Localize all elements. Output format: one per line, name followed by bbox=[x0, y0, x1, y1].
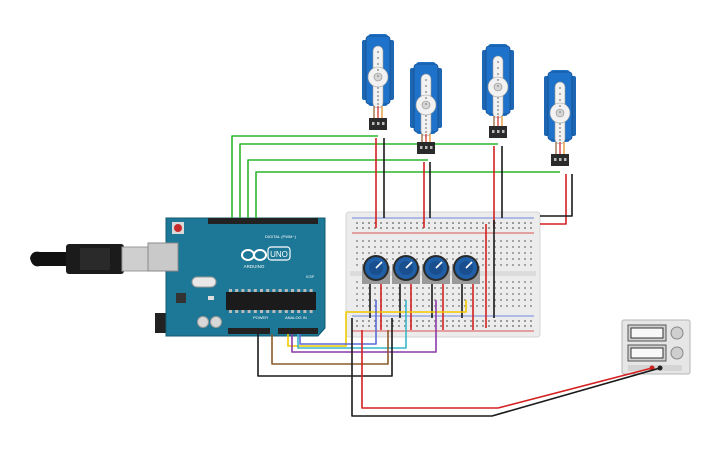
analog-wire-a0 bbox=[287, 300, 467, 347]
arduino-gnd-wire bbox=[257, 318, 393, 377]
analog-label: ANALOG IN bbox=[285, 315, 307, 320]
arduino-uno-board[interactable]: UNO ARDUINO DIGITAL (PWM~) POWER ANALOG … bbox=[30, 217, 326, 337]
servo-motor-4[interactable] bbox=[544, 70, 576, 166]
power-label: POWER bbox=[253, 315, 268, 320]
capacitor bbox=[210, 316, 222, 328]
psu-knob-current[interactable] bbox=[670, 346, 684, 360]
uno-label: UNO bbox=[270, 250, 288, 259]
psu-positive-wire bbox=[361, 330, 653, 409]
arduino-logo: UNO ARDUINO bbox=[241, 246, 291, 269]
servos bbox=[362, 34, 576, 166]
arduino-brand-label: ARDUINO bbox=[244, 264, 265, 269]
usb-cable bbox=[30, 244, 151, 274]
digital-header bbox=[208, 218, 318, 224]
arduino-5v-wire bbox=[271, 330, 389, 365]
psu-negative-wire bbox=[351, 318, 661, 417]
potentiometers bbox=[362, 255, 480, 284]
usb-port bbox=[147, 242, 179, 272]
psu-display-bottom bbox=[630, 347, 664, 359]
atmega-chip bbox=[226, 292, 316, 310]
servo-motor-2[interactable] bbox=[410, 62, 442, 154]
psu-display-top bbox=[630, 327, 664, 339]
crystal bbox=[191, 276, 217, 288]
signal-wire-servo-2 bbox=[247, 159, 428, 218]
capacitor bbox=[197, 316, 209, 328]
potentiometer-4[interactable] bbox=[452, 255, 480, 284]
potentiometer-2[interactable] bbox=[392, 255, 420, 284]
potentiometer-3[interactable] bbox=[422, 255, 450, 284]
analog-wire-a3 bbox=[299, 300, 377, 345]
signal-wire-servo-1 bbox=[231, 135, 378, 218]
digital-label: DIGITAL (PWM~) bbox=[265, 234, 297, 239]
wires bbox=[231, 135, 661, 417]
servo-motor-1[interactable] bbox=[362, 34, 394, 130]
psu-knob-voltage[interactable] bbox=[670, 326, 684, 340]
signal-wire-servo-3 bbox=[239, 143, 498, 218]
analog-header bbox=[278, 328, 318, 334]
power-supply[interactable] bbox=[621, 319, 691, 375]
potentiometer-1[interactable] bbox=[362, 255, 390, 284]
icsp-label: ICSP bbox=[306, 275, 315, 279]
reset-button[interactable] bbox=[174, 224, 182, 232]
signal-wire-servo-4 bbox=[255, 171, 560, 218]
servo-motor-3[interactable] bbox=[482, 44, 514, 138]
power-header bbox=[228, 328, 270, 334]
analog-wire-a1 bbox=[291, 300, 437, 353]
